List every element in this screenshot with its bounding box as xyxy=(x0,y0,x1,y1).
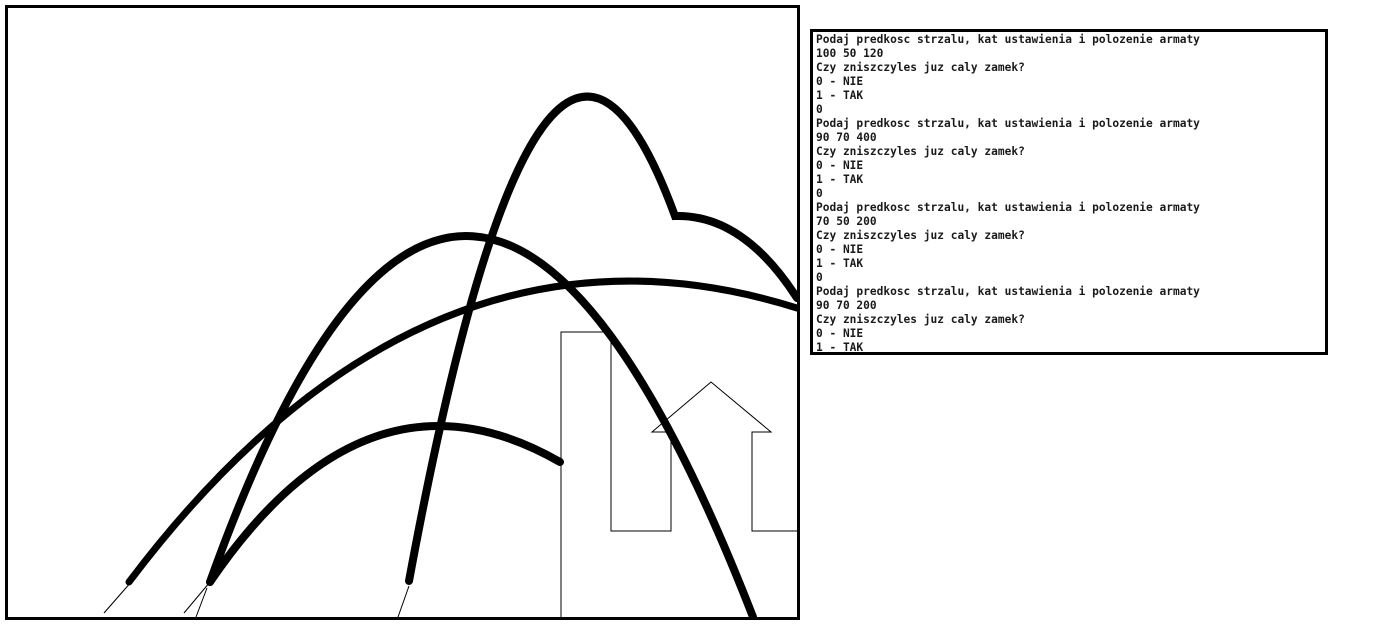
console-line: 1 - TAK xyxy=(816,257,864,270)
cannon-barrels xyxy=(103,580,410,617)
console-line: 0 - NIE xyxy=(816,243,864,256)
game-canvas xyxy=(5,5,800,620)
console-line: 1 - TAK xyxy=(816,89,864,102)
console-window: Podaj predkosc strzalu, kat ustawienia i… xyxy=(810,29,1328,355)
cannon-barrel-1 xyxy=(103,580,133,614)
console-line: 100 50 120 xyxy=(816,47,884,60)
cannon-barrel-2 xyxy=(183,581,211,614)
console-line: 0 - NIE xyxy=(816,159,864,172)
console-line: Podaj predkosc strzalu, kat ustawienia i… xyxy=(816,201,1200,214)
castle xyxy=(560,331,797,617)
console-line: 90 70 200 xyxy=(816,299,877,312)
cannon-barrel-3 xyxy=(195,587,208,617)
console-line: 70 50 200 xyxy=(816,215,877,228)
console-line: 1 - TAK xyxy=(816,341,864,354)
console-line: 0 xyxy=(816,271,823,284)
console-line: Podaj predkosc strzalu, kat ustawienia i… xyxy=(816,117,1200,130)
castle-tower xyxy=(560,331,797,617)
cannon-barrel-4 xyxy=(397,585,410,617)
console-line: Czy zniszczyles juz caly zamek? xyxy=(816,229,1025,242)
trajectories xyxy=(125,92,797,617)
console-line: Podaj predkosc strzalu, kat ustawienia i… xyxy=(816,285,1200,298)
trajectory-shot-3 xyxy=(206,421,564,586)
console-line: 0 - NIE xyxy=(816,327,864,340)
console-line: 0 xyxy=(816,187,823,200)
console-line: 0 - NIE xyxy=(816,75,864,88)
console-output: Podaj predkosc strzalu, kat ustawienia i… xyxy=(816,33,1325,354)
console-line: 0 xyxy=(816,103,823,116)
game-scene xyxy=(103,92,797,617)
console-line: Czy zniszczyles juz caly zamek? xyxy=(816,313,1025,326)
console-line: 90 70 400 xyxy=(816,131,877,144)
trajectory-shot-2 xyxy=(405,92,797,585)
console-line: Czy zniszczyles juz caly zamek? xyxy=(816,61,1025,74)
console-line: Podaj predkosc strzalu, kat ustawienia i… xyxy=(816,33,1200,46)
console-line: 1 - TAK xyxy=(816,173,864,186)
trajectory-shot-1 xyxy=(125,277,797,586)
console-line: Czy zniszczyles juz caly zamek? xyxy=(816,145,1025,158)
trajectory-shot-4 xyxy=(206,232,757,617)
